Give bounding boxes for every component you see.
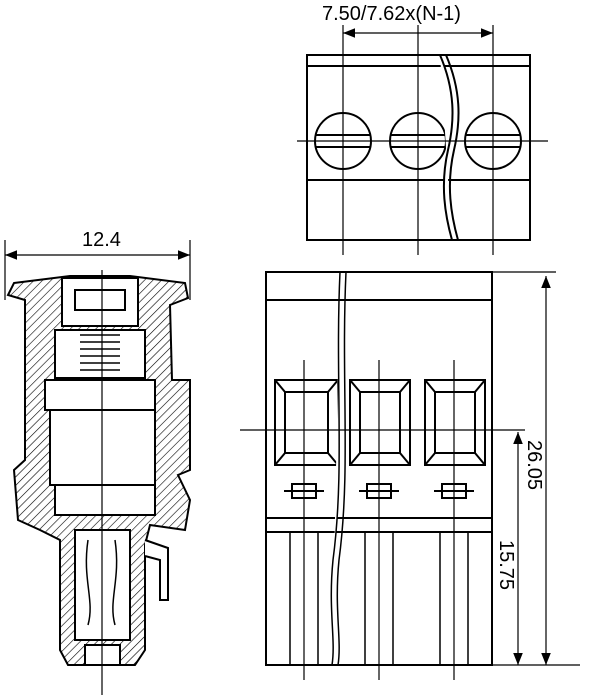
pitch-dimension: 7.50/7.62x(N-1) — [322, 3, 461, 25]
front-view — [240, 271, 580, 680]
width-dimension: 12.4 — [82, 229, 121, 251]
side-section-view — [4, 240, 192, 695]
pin-height-dimension: 15.75 — [495, 540, 517, 590]
top-view — [297, 25, 548, 255]
height-dimension: 26.05 — [523, 440, 545, 490]
